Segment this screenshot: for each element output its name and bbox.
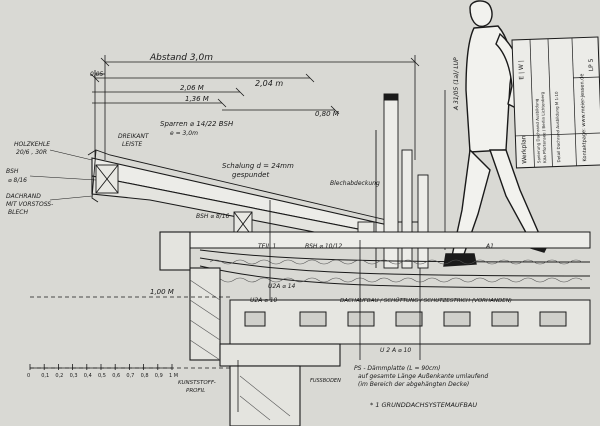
label-holzkehle-2: 20/6 , 30R xyxy=(16,149,47,156)
label-kunststoff-1: KUNSTSTOFF- xyxy=(178,380,216,386)
label-bsh-816-c: BSH ⌀ 8/16 xyxy=(196,213,230,220)
title-block-contact: Kontaktpage: www.meier-jessen.de xyxy=(579,73,588,161)
label-holzkehle-1: HOLZKEHLE xyxy=(14,141,50,148)
scale-tick-label: 0,6 xyxy=(112,373,120,379)
scale-tick-label: 0,3 xyxy=(70,373,78,379)
label-u2a-14: U2A ⌀ 14 xyxy=(268,283,296,290)
label-note-a1: A1 xyxy=(485,243,494,250)
label-u2a-10: U2A ⌀ 10 xyxy=(250,297,278,304)
title-block-project-1: Sanierung Dachrand Ausbildung xyxy=(534,98,541,163)
label-fussboden: FUSSBODEN xyxy=(310,378,341,384)
roof-deck xyxy=(159,231,591,289)
title-block-project-3: Detail Dachrand Ausbildung M 1:10 xyxy=(554,91,561,163)
scale-tick-label: 0,9 xyxy=(155,373,163,379)
dim-204: 2,04 m xyxy=(255,79,283,88)
dim-005: 0,05 xyxy=(90,71,104,78)
label-bsh-816-a: BSH xyxy=(6,168,19,175)
label-teil1: TEIL 1 xyxy=(258,243,276,250)
scale-tick-label: 0,2 xyxy=(55,373,63,379)
hanger-rods xyxy=(237,200,421,412)
label-u2a-lower: U 2 A ⌀ 10 xyxy=(380,347,411,354)
concrete-slab xyxy=(229,299,591,345)
label-dreikant-2: LEISTE xyxy=(122,141,142,148)
scale-tick-label: 0,7 xyxy=(126,373,134,379)
dim-206: 2,06 M xyxy=(180,84,204,92)
title-block-left-col: E | W | xyxy=(518,60,526,80)
label-schalung-2: gespundet xyxy=(232,171,269,179)
label-sparren: Sparren ⌀ 14/22 BSH xyxy=(160,120,234,128)
scale-bar-labels: 0 0,1 0,2 0,3 0,4 0,5 0,6 0,7 0,8 0,9 1 M xyxy=(27,373,178,379)
label-dachaufbau: DACHAUFBAU / SCHÜTTUNG / SCHUTZESTRICH (… xyxy=(340,297,512,304)
title-block-project-2: Kita Pfortensee / Berlin Lichtenberg xyxy=(540,91,547,163)
annotations: HOLZKEHLE 20/6 , 30R BSH ⌀ 8/16 DACHRAND… xyxy=(6,120,512,409)
label-ps-1: PS - Dämmplatte (L = 90cm) xyxy=(354,365,441,372)
label-dachrand-1: DACHRAND xyxy=(6,193,41,200)
label-ps-2: auf gesamte Länge Außenkante umlaufend xyxy=(358,373,488,380)
parapet-wall xyxy=(159,231,341,426)
dim-136: 1,36 M xyxy=(185,95,209,103)
dimension-lines xyxy=(90,55,446,250)
title-block-firm: Werkplan xyxy=(520,135,528,164)
label-dreikant-1: DREIKANT xyxy=(118,133,150,140)
scale-tick-label: 0,8 xyxy=(141,373,149,379)
label-dachrand-2: MIT VORSTOSS- xyxy=(6,201,53,208)
scale-tick-label: 0,1 xyxy=(41,373,49,379)
dim-080: 0,80 M xyxy=(315,110,339,118)
scale-tick-label: 0 xyxy=(27,373,30,379)
scale-tick-label: 0,4 xyxy=(84,373,92,379)
label-bsh-1012: BSH ⌀ 10/12 xyxy=(305,243,342,250)
title-block-plan-no: LP 5 xyxy=(588,58,595,71)
title-block: Werkplan E | W | Sanierung Dachrand Ausb… xyxy=(511,36,600,169)
scale-tick-label: 0,5 xyxy=(98,373,106,379)
label-footnote: * 1 GRUNDDACHSYSTEMAUFBAU xyxy=(370,401,477,409)
label-kunststoff-2: PROFIL xyxy=(186,388,205,394)
label-ps-3: (im Bereich der abgehängten Decke) xyxy=(358,381,469,388)
label-dachrand-3: BLECH xyxy=(8,209,28,216)
label-sparren-spacing: e = 3,0m xyxy=(170,130,198,137)
scale-bar xyxy=(29,364,173,370)
dim-abstand: Abstand 3,0m xyxy=(149,53,213,63)
label-blech: Blechabdeckung xyxy=(330,180,380,187)
label-schalung-1: Schalung d = 24mm xyxy=(222,162,294,170)
dim-100: 1,00 M xyxy=(150,288,174,296)
support-posts xyxy=(375,93,429,269)
sheet-ref: A 31/05 (1a)/ LUP xyxy=(453,57,460,111)
scale-tick-label: 1 M xyxy=(169,373,178,379)
label-bsh-816-b: ⌀ 8/16 xyxy=(8,177,27,184)
